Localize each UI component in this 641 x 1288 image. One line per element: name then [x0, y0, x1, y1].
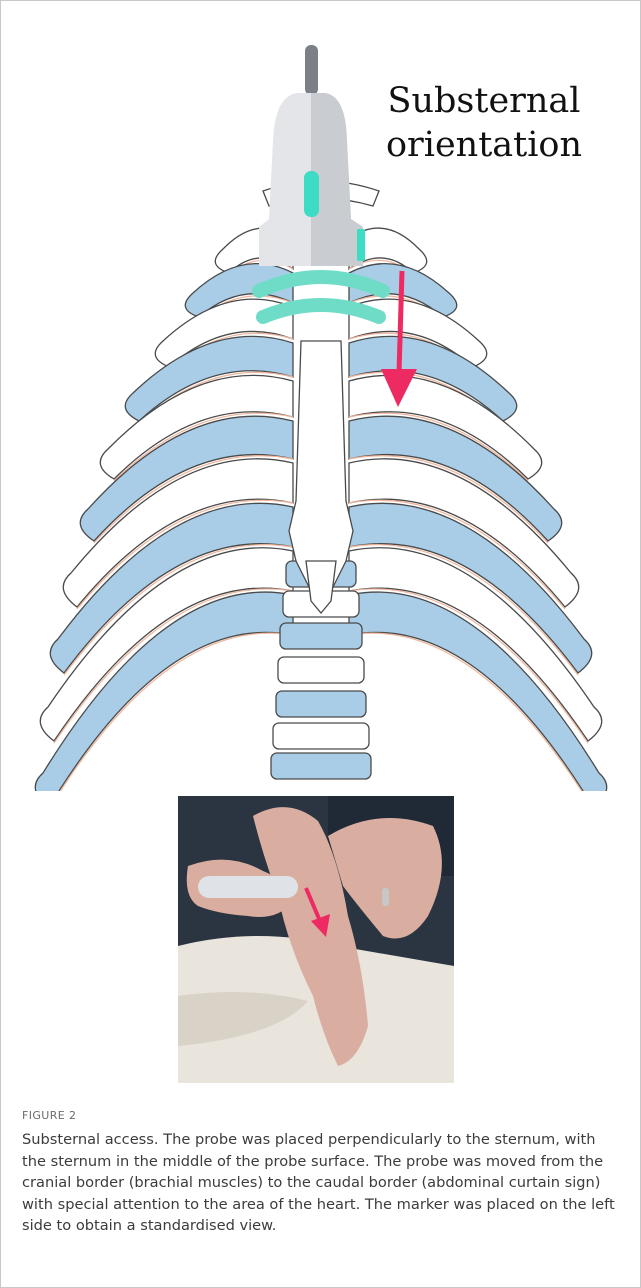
probe-cable [305, 45, 318, 95]
figure-caption: Substernal access. The probe was placed … [22, 1129, 622, 1237]
probe-grip-marker [304, 171, 319, 217]
photo-hairless-rat-scan [178, 796, 454, 1083]
orientation-title-line1: Substernal [369, 79, 599, 123]
vertebra [278, 657, 364, 683]
ring [382, 888, 389, 906]
vertebra [280, 623, 362, 649]
vertebra [276, 691, 366, 717]
vertebra [273, 723, 369, 749]
arrow-shaft [399, 271, 402, 373]
figure-label: FIGURE 2 [22, 1109, 76, 1122]
probe-in-photo [198, 876, 298, 898]
ultrasound-probe [259, 45, 365, 266]
vertebra [271, 753, 371, 779]
probe-side-marker [357, 229, 365, 261]
orientation-title: Substernal orientation [369, 79, 599, 167]
wave-arc [259, 277, 383, 291]
orientation-title-line2: orientation [369, 123, 599, 167]
wave-arc [263, 305, 379, 317]
